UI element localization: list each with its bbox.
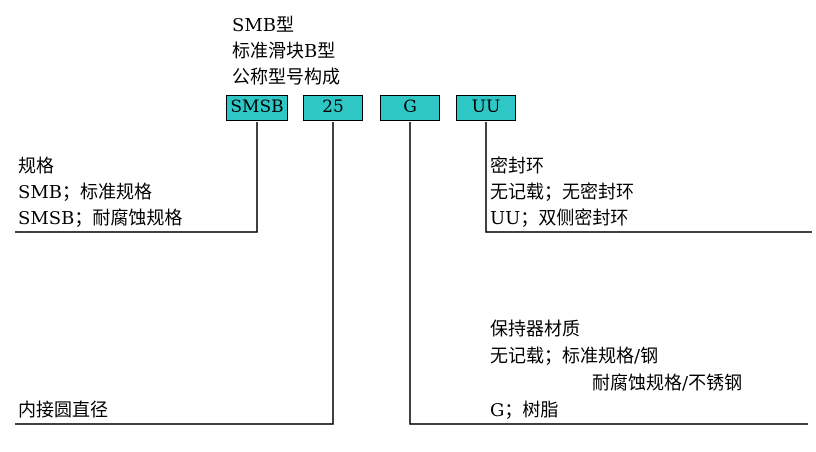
seal-line-1: 无记载；无密封环 (490, 182, 634, 203)
retainer-heading: 保持器材质 (490, 319, 580, 340)
diameter-label: 内接圆直径 (18, 400, 108, 421)
seal-heading: 密封环 (490, 156, 544, 177)
code-box-retainer: G (380, 95, 440, 121)
seal-connector (485, 122, 812, 233)
title-line-2: 标准滑块B型 (232, 41, 336, 62)
diameter-connector (15, 122, 334, 425)
spec-line-1: SMB；标准规格 (18, 182, 152, 203)
code-box-spec: SMSB (226, 95, 288, 121)
retainer-line-3: G；树脂 (490, 400, 559, 421)
seal-line-2: UU；双侧密封环 (490, 208, 629, 229)
title-line-3: 公称型号构成 (232, 67, 340, 88)
spec-line-2: SMSB；耐腐蚀规格 (18, 208, 183, 229)
retainer-connector (409, 122, 808, 425)
spec-connector (15, 122, 258, 233)
code-box-seal: UU (456, 95, 516, 121)
retainer-line-1: 无记载；标准规格/钢 (490, 346, 659, 367)
retainer-line-2: 耐腐蚀规格/不锈钢 (592, 373, 743, 394)
spec-heading: 规格 (18, 156, 54, 177)
code-box-diameter: 25 (303, 95, 363, 121)
title-line-1: SMB型 (232, 15, 294, 36)
